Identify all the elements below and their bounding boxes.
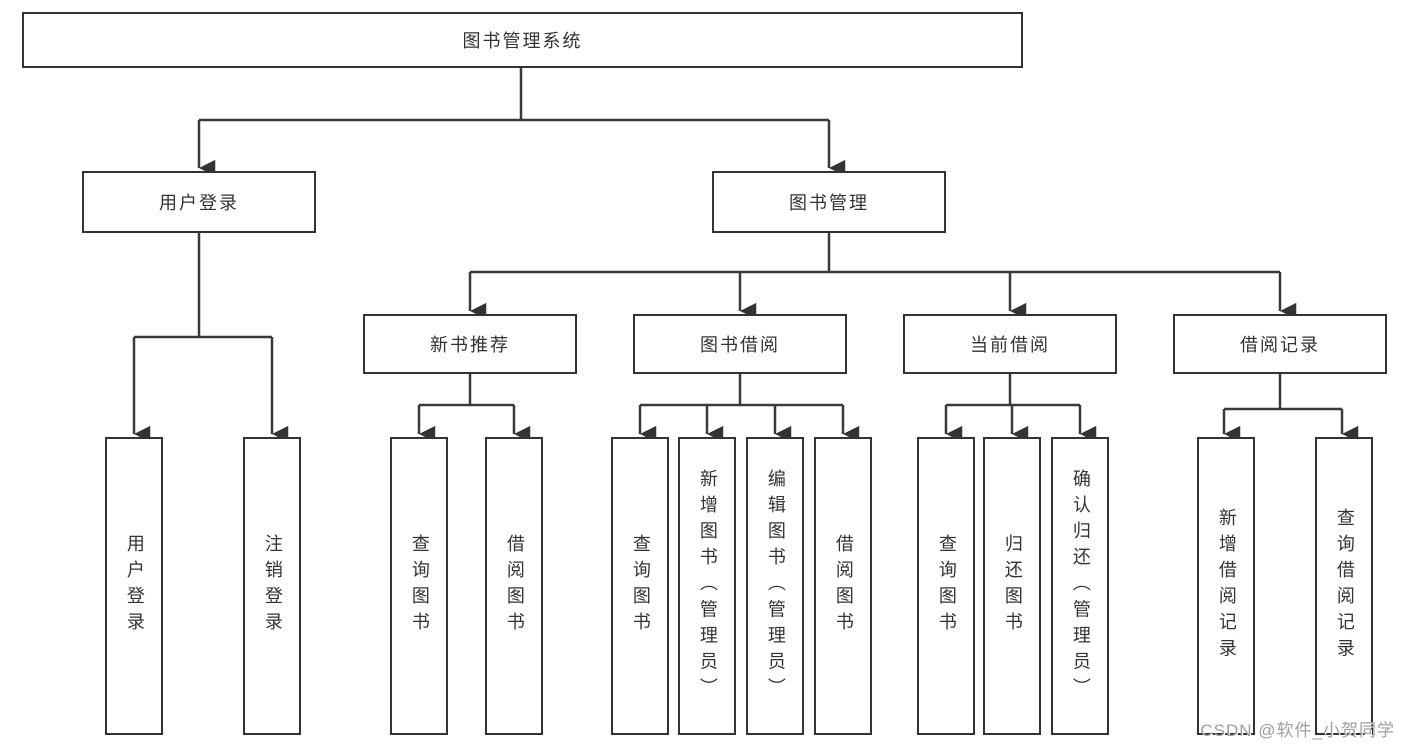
leaf-user-login: 用户登录 bbox=[105, 437, 163, 735]
leaf-add-books-admin: 新增图书（管理员） bbox=[678, 437, 736, 735]
node-label: 图书管理 bbox=[789, 193, 869, 213]
node-label: 查询借阅记录 bbox=[1334, 507, 1355, 665]
leaf-query-books-current: 查询图书 bbox=[917, 437, 975, 735]
leaf-add-borrow-record: 新增借阅记录 bbox=[1197, 437, 1255, 735]
leaf-borrow-books-newbooks: 借阅图书 bbox=[485, 437, 543, 735]
leaf-query-borrow-record: 查询借阅记录 bbox=[1315, 437, 1373, 735]
leaf-borrow-books-borrow: 借阅图书 bbox=[814, 437, 872, 735]
leaf-logout-login: 注销登录 bbox=[243, 437, 301, 735]
node-user-login: 用户登录 bbox=[82, 171, 316, 233]
node-borrow-records: 借阅记录 bbox=[1173, 314, 1387, 374]
node-label: 编辑图书（管理员） bbox=[765, 468, 786, 704]
leaf-query-books-newbooks: 查询图书 bbox=[390, 437, 448, 735]
node-label: 借阅记录 bbox=[1240, 335, 1320, 355]
node-label: 用户登录 bbox=[124, 533, 145, 639]
node-label: 归还图书 bbox=[1002, 533, 1023, 639]
leaf-return-books: 归还图书 bbox=[983, 437, 1041, 735]
node-label: 注销登录 bbox=[262, 533, 283, 639]
node-label: 借阅图书 bbox=[504, 533, 525, 639]
csdn-watermark: CSDN @软件_小贺同学 bbox=[1200, 721, 1395, 740]
node-current-borrow: 当前借阅 bbox=[903, 314, 1117, 374]
node-label: 查询图书 bbox=[409, 533, 430, 639]
node-label: 图书管理系统 bbox=[462, 31, 583, 51]
node-label: 查询图书 bbox=[936, 533, 957, 639]
node-label: 新书推荐 bbox=[430, 335, 510, 355]
node-book-borrow: 图书借阅 bbox=[633, 314, 847, 374]
leaf-query-books-borrow: 查询图书 bbox=[611, 437, 669, 735]
node-root-system: 图书管理系统 bbox=[22, 12, 1023, 68]
node-new-book-recommend: 新书推荐 bbox=[363, 314, 577, 374]
node-label: 当前借阅 bbox=[970, 335, 1050, 355]
leaf-confirm-return-admin: 确认归还（管理员） bbox=[1051, 437, 1109, 735]
node-label: 新增借阅记录 bbox=[1216, 507, 1237, 665]
node-label: 图书借阅 bbox=[700, 335, 780, 355]
node-book-management: 图书管理 bbox=[712, 171, 946, 233]
node-label: 新增图书（管理员） bbox=[697, 468, 718, 704]
node-label: 确认归还（管理员） bbox=[1070, 468, 1091, 704]
node-label: 借阅图书 bbox=[833, 533, 854, 639]
node-label: 查询图书 bbox=[630, 533, 651, 639]
leaf-edit-books-admin: 编辑图书（管理员） bbox=[746, 437, 804, 735]
node-label: 用户登录 bbox=[159, 193, 239, 213]
